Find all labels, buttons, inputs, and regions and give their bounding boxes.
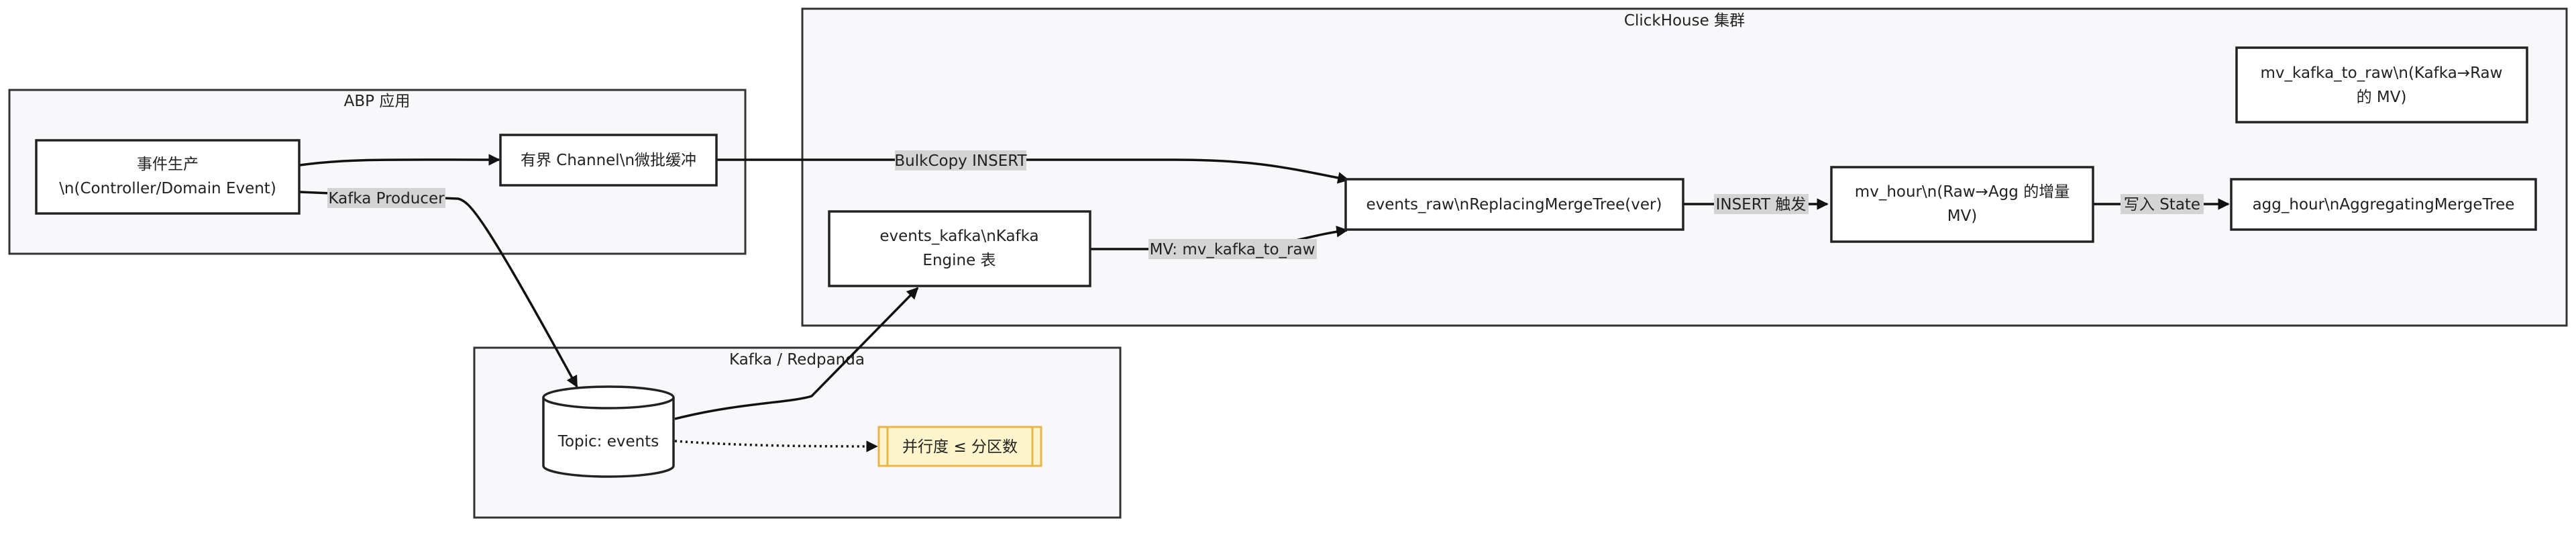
edge-topic-to-events-kafka <box>674 287 919 420</box>
node-bounded-channel: 有界 Channel\n微批缓冲 <box>499 134 718 187</box>
node-topic-events-cylinder: Topic: events <box>542 385 675 478</box>
cluster-abp-title: ABP 应用 <box>344 93 411 110</box>
node-event-producer: 事件生产 \n(Controller/Domain Event) <box>35 139 301 215</box>
cluster-kafka-title: Kafka / Redpanda <box>729 351 865 369</box>
node-events-raw: events_raw\nReplacingMergeTree(ver) <box>1344 178 1684 231</box>
svg-text:events_raw\nReplacingMergeTree: events_raw\nReplacingMergeTree(ver) <box>1366 196 1662 213</box>
edge-producer-to-topic <box>299 191 578 388</box>
cluster-clickhouse-title: ClickHouse 集群 <box>1624 12 1745 30</box>
note-parallelism: 并行度 ≤ 分区数 <box>877 426 1042 467</box>
edge-label-insert-trigger: INSERT 触发 <box>1714 194 1809 214</box>
edge-label-kafka-producer: Kafka Producer <box>327 188 445 208</box>
svg-text:mv_hour\n(Raw→Agg 的增量: mv_hour\n(Raw→Agg 的增量 <box>1855 183 2070 201</box>
svg-text:MV: mv_kafka_to_raw: MV: mv_kafka_to_raw <box>1150 241 1316 258</box>
svg-text:events_kafka\nKafka: events_kafka\nKafka <box>879 228 1038 245</box>
svg-text:agg_hour\nAggregatingMergeTree: agg_hour\nAggregatingMergeTree <box>2253 196 2515 213</box>
edge-producer-to-channel <box>299 154 500 166</box>
svg-text:的 MV): 的 MV) <box>2357 89 2407 106</box>
svg-text:Engine 表: Engine 表 <box>922 252 996 269</box>
svg-text:\n(Controller/Domain Event): \n(Controller/Domain Event) <box>59 180 276 197</box>
svg-text:有界 Channel\n微批缓冲: 有界 Channel\n微批缓冲 <box>521 152 696 169</box>
svg-text:事件生产: 事件生产 <box>137 156 199 173</box>
svg-text:MV): MV) <box>1947 207 1978 225</box>
edge-topic-to-parallel-note <box>674 440 878 452</box>
node-events-kafka: events_kafka\nKafka Engine 表 <box>828 210 1091 287</box>
svg-text:Topic: events: Topic: events <box>557 433 659 450</box>
edge-channel-to-events-raw <box>717 158 1350 184</box>
node-agg-hour: agg_hour\nAggregatingMergeTree <box>2230 178 2537 231</box>
svg-text:BulkCopy INSERT: BulkCopy INSERT <box>894 152 1027 170</box>
node-mv-kafka-to-raw: mv_kafka_to_raw\n(Kafka→Raw 的 MV) <box>2235 46 2528 124</box>
edge-label-mv-kafka-to-raw: MV: mv_kafka_to_raw <box>1148 239 1317 259</box>
svg-text:写入 State: 写入 State <box>2124 196 2200 213</box>
svg-text:INSERT 触发: INSERT 触发 <box>1716 196 1807 213</box>
edge-label-bulkcopy: BulkCopy INSERT <box>894 150 1028 171</box>
svg-text:并行度 ≤ 分区数: 并行度 ≤ 分区数 <box>902 438 1018 456</box>
node-mv-hour: mv_hour\n(Raw→Agg 的增量 MV) <box>1830 166 2094 243</box>
svg-text:Kafka Producer: Kafka Producer <box>328 190 445 207</box>
svg-text:mv_kafka_to_raw\n(Kafka→Raw: mv_kafka_to_raw\n(Kafka→Raw <box>2261 64 2503 82</box>
edge-label-write-state: 写入 State <box>2121 194 2204 214</box>
